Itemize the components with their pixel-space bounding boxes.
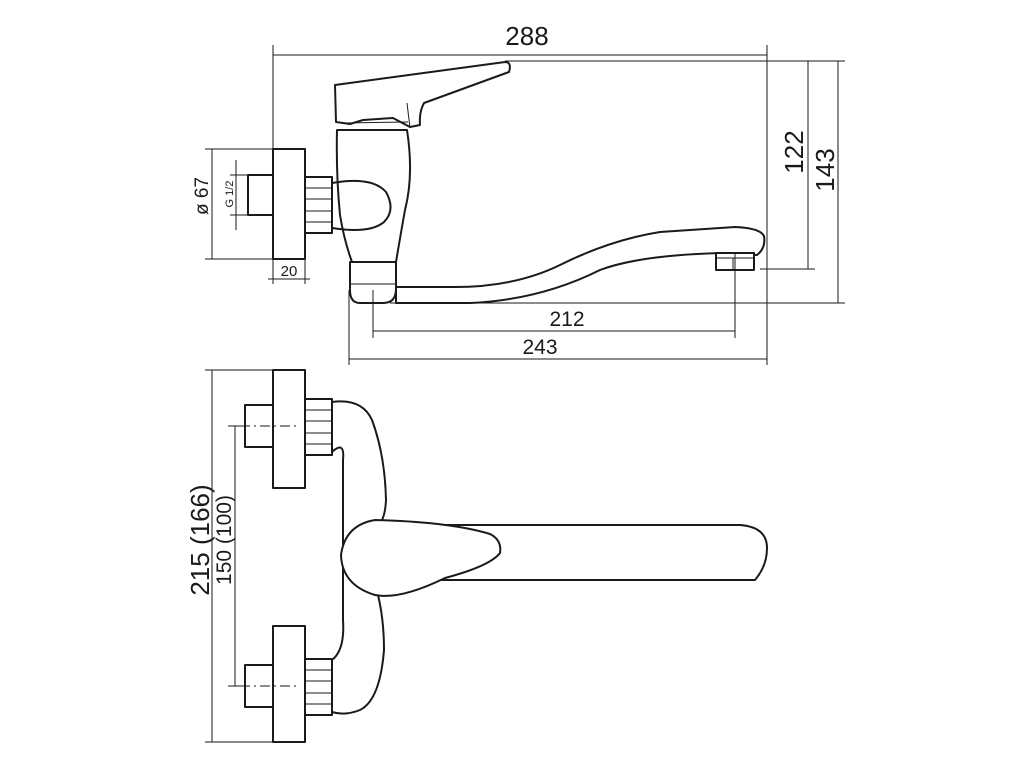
mixer-body <box>335 129 412 263</box>
dimension-label-215: 215 (166) <box>185 484 215 595</box>
dimension-flange-diameter: ø 67 <box>192 148 273 260</box>
spout <box>395 226 766 304</box>
wall-flange <box>272 148 306 260</box>
dimension-heights: 122 143 <box>390 60 845 304</box>
dimension-label-288: 288 <box>505 21 548 51</box>
dimension-spout-reach: 212 <box>372 253 736 338</box>
upper-connection <box>240 369 333 489</box>
side-view: 288 122 143 <box>192 21 845 365</box>
dimension-label-diameter: ø 67 <box>192 177 213 215</box>
dimension-label-243: 243 <box>522 336 557 359</box>
dimension-label-20: 20 <box>281 263 298 280</box>
dimension-overall-length: 288 <box>272 21 768 240</box>
dimension-label-122: 122 <box>779 130 809 173</box>
lever-top <box>340 519 502 597</box>
lever-handle <box>334 61 511 128</box>
dimension-thread: G 1/2 <box>224 160 248 230</box>
dimension-inner-spacing: 150 (100) <box>213 425 260 687</box>
dimension-body-length: 243 <box>348 240 768 365</box>
connector-nut <box>304 176 333 234</box>
dimension-flange-depth: 20 <box>268 259 310 284</box>
dimension-label-143: 143 <box>810 148 840 191</box>
dimension-label-thread: G 1/2 <box>224 181 236 208</box>
dimension-outer-spacing: 215 (166) <box>185 369 273 743</box>
inlet-pipe <box>247 174 274 216</box>
lower-connection <box>240 625 333 743</box>
dimension-label-212: 212 <box>549 308 584 331</box>
top-view: 215 (166) 150 (100) <box>185 369 768 743</box>
dimension-label-150: 150 (100) <box>213 495 236 585</box>
